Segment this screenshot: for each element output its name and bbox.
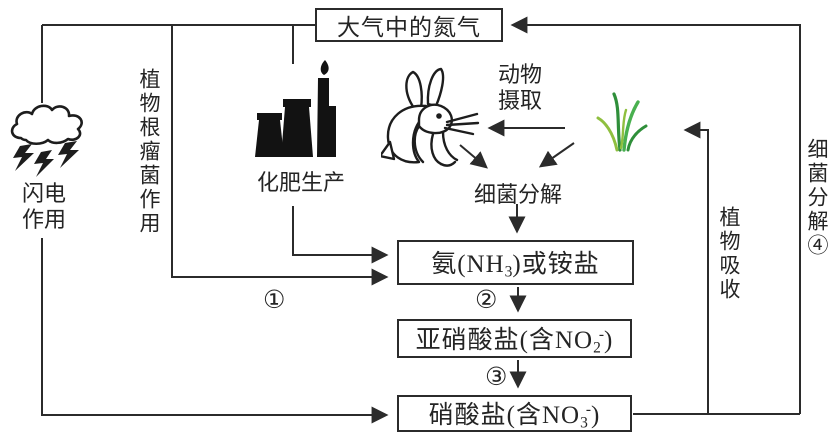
rabbit-icon: [381, 67, 480, 167]
animal-intake-label: 动物 摄取: [497, 62, 542, 113]
step-2-badge: ②: [475, 285, 498, 314]
fertilizer-production-label: 化肥生产: [256, 170, 345, 195]
arrow-rabbit-to-bacteria: [459, 144, 488, 169]
cloud-lightning-icon: [10, 104, 83, 177]
root-nodule-label: 植物根瘤菌作用: [137, 68, 161, 236]
nitrite-label: 亚硝酸盐(含NO2-): [415, 326, 614, 357]
nitrite-box: 亚硝酸盐(含NO2-): [397, 319, 632, 358]
bacteria-decompose-right-label: 细菌分解④: [805, 138, 829, 258]
ammonia-box: 氨(NH3)或铵盐: [397, 240, 634, 285]
nitrate-box: 硝酸盐(含NO3-): [397, 395, 632, 432]
arrow-bacteria-to-atmosphere: [510, 16, 801, 414]
ammonia-label: 氨(NH3)或铵盐: [431, 250, 600, 281]
arrow-plant-absorb-to-grass: [683, 121, 709, 414]
arrow-fertilizer-to-ammonia: [292, 206, 389, 264]
nitrate-label: 硝酸盐(含NO3-): [428, 401, 601, 432]
factory-icon: [255, 60, 336, 157]
bacteria-decompose-label: 细菌分解: [473, 182, 562, 207]
arrow-lightning-to-nitrate: [41, 238, 389, 424]
atmosphere-nitrogen-label: 大气中的氮气: [337, 15, 481, 40]
step-3-badge: ③: [485, 362, 508, 391]
arrow-rootnodule-to-ammonia: [171, 25, 389, 286]
lightning-action-label: 闪电 作用: [21, 181, 66, 232]
plant-absorb-label: 植物吸收: [717, 206, 741, 302]
atmosphere-nitrogen-box: 大气中的氮气: [315, 8, 503, 42]
grass-icon: [596, 92, 648, 152]
step-1-badge: ①: [263, 285, 286, 314]
arrow-grass-to-bacteria: [538, 142, 575, 168]
